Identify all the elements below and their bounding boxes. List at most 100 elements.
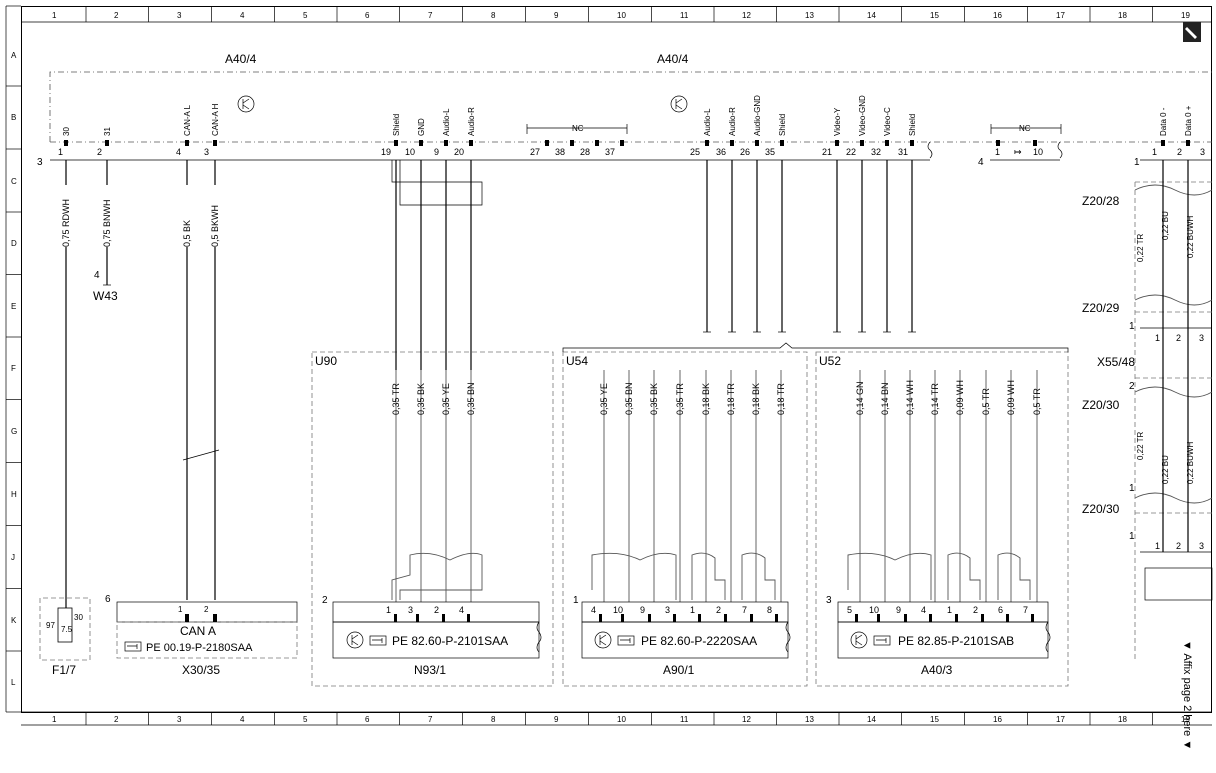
connector-pin-number: 28	[580, 147, 590, 157]
connector-pin	[545, 140, 549, 146]
connector-pin	[755, 140, 759, 146]
wire-label: 0,5 TR	[1032, 388, 1042, 415]
connector-signal-label: GND	[417, 118, 426, 136]
connector-pin-number: 38	[555, 147, 565, 157]
a404-boundary	[49, 71, 1212, 142]
connector-signal-label: Audio-L	[703, 108, 712, 136]
connector-number: 2	[1129, 381, 1135, 392]
component-x30-35: X30/35	[182, 663, 220, 677]
connector-pin	[419, 140, 423, 146]
grid-row-label: H	[11, 490, 17, 499]
connector-pin-number: 37	[605, 147, 615, 157]
connector-pin-number: 4	[921, 605, 926, 615]
connector-number: 1	[1129, 483, 1135, 494]
grid-col-label: 17	[1056, 715, 1065, 724]
grid-col-label: 7	[428, 715, 433, 724]
grid-col-label: 2	[114, 11, 119, 20]
wire-label: 0,18 BK	[701, 383, 711, 415]
connector-pin	[1033, 140, 1037, 146]
grid-col-label: 17	[1056, 11, 1065, 20]
connector-pin-number: 3	[204, 147, 209, 157]
pointing-hand-icon[interactable]	[369, 635, 387, 646]
grid-col-label: 12	[742, 11, 751, 20]
connector-pin	[860, 140, 864, 146]
connector-pin-number: 2	[973, 605, 978, 615]
connector-pin-number: 2	[434, 605, 439, 615]
component-n93-1: N93/1	[414, 663, 446, 677]
pointing-hand-icon[interactable]	[873, 635, 891, 646]
connector-pin	[595, 140, 599, 146]
right-section: Z20/28 Z20/29 X55/48 Z20/30 Z20/30	[1082, 160, 1213, 660]
wire-label: 0,75 BNWH	[102, 199, 112, 247]
connector-pin-number: 1	[58, 147, 63, 157]
grid-col-label: 8	[491, 715, 496, 724]
connector-pin	[996, 140, 1000, 146]
connector-pin-number: 2	[716, 605, 721, 615]
a40-reference-link[interactable]: PE 82.85-P-2101SAB	[898, 634, 1014, 648]
connector-signal-label: Video-Y	[833, 107, 842, 136]
svg-text:1: 1	[573, 595, 579, 606]
wire-label: 0,35 BK	[416, 383, 426, 415]
u54-box	[562, 351, 808, 687]
connector-pin	[1186, 140, 1190, 146]
connector-pin-number: 1	[995, 147, 1000, 157]
connector-pin-number: 2	[1176, 333, 1181, 343]
x30-reference-link[interactable]: PE 00.19-P-2180SAA	[146, 642, 253, 654]
component-a404-mid: A40/4	[657, 52, 689, 66]
connector-pin	[469, 140, 473, 146]
wire-label: 0,5 BK	[182, 220, 192, 247]
grid-col-label: 7	[428, 11, 433, 20]
connector-signal-label: Audio-R	[728, 107, 737, 136]
grid-row-label: K	[11, 616, 17, 625]
grid-col-label: 19	[1181, 11, 1190, 20]
grid-column-labels: 1122334455667788991010111112121313141415…	[52, 6, 1190, 725]
a90-reference-link[interactable]: PE 82.60-P-2220SAA	[641, 634, 757, 648]
connector-signal-label: Audio-R	[467, 107, 476, 136]
svg-text:7.5: 7.5	[61, 625, 73, 634]
grid-col-label: 10	[617, 11, 626, 20]
connector-pin	[885, 140, 889, 146]
component-a90-1: A90/1	[663, 663, 695, 677]
connector-pin	[64, 140, 68, 146]
svg-text:2: 2	[204, 605, 209, 614]
connector-pin-number: 27	[530, 147, 540, 157]
component-z20-30b: Z20/30	[1082, 502, 1120, 516]
pencil-icon[interactable]	[1183, 22, 1201, 42]
pointing-hand-icon[interactable]	[617, 635, 635, 646]
grid-col-label: 2	[114, 715, 119, 724]
wire-label: 0,22 BUWH	[1186, 442, 1195, 484]
n93-reference-link[interactable]: PE 82.60-P-2101SAA	[392, 634, 508, 648]
connector-pin	[394, 140, 398, 146]
grid-row-label: F	[11, 364, 16, 373]
connector-pin-number: 2	[1177, 147, 1182, 157]
wire-label: 0,35 TR	[675, 383, 685, 415]
wire-label: 0,5 TR	[981, 388, 991, 415]
connector-pin-number: 10	[1033, 147, 1043, 157]
connector-pin-number: 5	[847, 605, 852, 615]
connector-pin	[105, 140, 109, 146]
grid-col-label: 3	[177, 11, 182, 20]
connector-number: 1	[1129, 321, 1135, 332]
grid-row-label: C	[11, 177, 17, 186]
grid-col-label: 12	[742, 715, 751, 724]
svg-text:↦: ↦	[1014, 147, 1022, 157]
affix-page-note: ▼ Affix page 2 here ▼	[1181, 640, 1193, 750]
connector-pin-number: 22	[846, 147, 856, 157]
connector-pin	[780, 140, 784, 146]
component-z20-29: Z20/29	[1082, 301, 1120, 315]
connector-pin-number: 9	[896, 605, 901, 615]
connector-pin	[730, 140, 734, 146]
connector-pin	[620, 140, 624, 146]
connector-pin	[1161, 140, 1165, 146]
pointing-hand-icon[interactable]	[124, 641, 142, 652]
connector-pin	[835, 140, 839, 146]
grid-col-label: 18	[1118, 11, 1127, 20]
connector-number: 1	[1134, 157, 1140, 168]
wire-label: 0,18 TR	[776, 383, 786, 415]
n93-1-block: 2 PE 82.60-P-2101SAA	[322, 595, 542, 659]
component-u52: U52	[819, 354, 841, 368]
connector-pin-number: 3	[1199, 541, 1204, 551]
wire-label: 0,5 BKWH	[210, 205, 220, 247]
grid-col-label: 8	[491, 11, 496, 20]
